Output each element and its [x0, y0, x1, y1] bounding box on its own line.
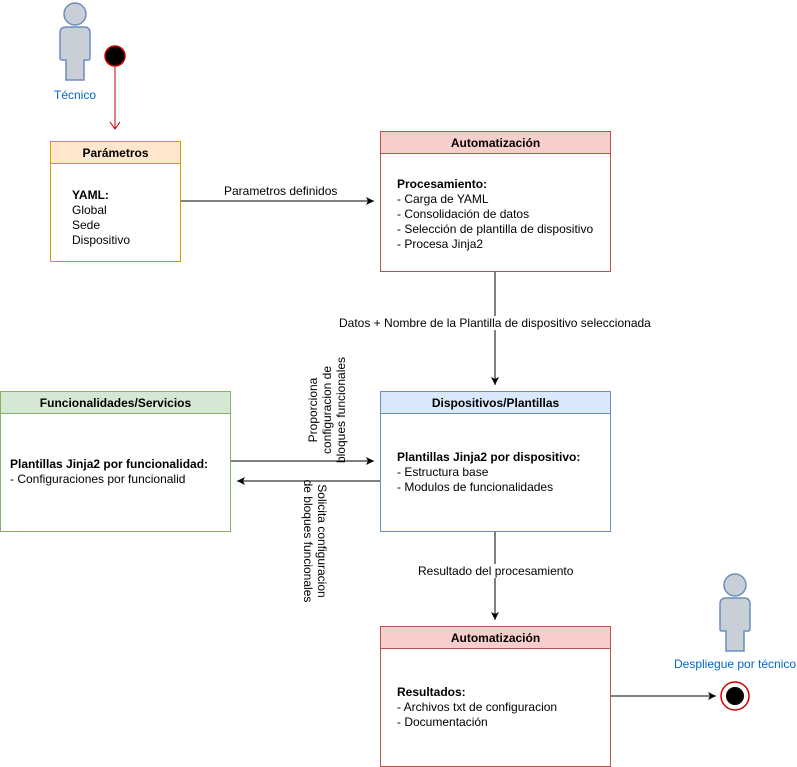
automatizacion-heading: Procesamiento:: [397, 177, 488, 191]
parametros-box: Parámetros YAML: Global Sede Dispositivo: [50, 141, 181, 262]
tecnico-label: Técnico: [54, 88, 97, 102]
automatizacion2-line: - Documentación: [397, 715, 488, 729]
tecnico-actor-icon: [59, 2, 91, 81]
edge-label-resultado-procesamiento: Resultado del procesamiento: [418, 564, 574, 578]
dispositivos-heading: Plantillas Jinja2 por dispositivo:: [397, 450, 581, 464]
automatizacion2-title: Automatización: [381, 627, 610, 649]
edge-label-datos-nombre-plantilla: Datos + Nombre de la Plantilla de dispos…: [339, 316, 651, 330]
parametros-heading: YAML:: [72, 188, 109, 202]
automatizacion2-heading: Resultados:: [397, 685, 466, 699]
automatizacion-line: - Carga de YAML: [397, 192, 489, 206]
automatizacion-line: - Selección de plantilla de dispositivo: [397, 222, 594, 236]
automatizacion2-line: - Archivos txt de configuracion: [397, 700, 558, 714]
automatizacion-title: Automatización: [381, 132, 610, 154]
edge-label-parametros-definidos: Parametros definidos: [224, 184, 338, 198]
start-node-icon: [104, 45, 126, 67]
despliegue-label: Despliegue por técnico: [674, 657, 797, 671]
dispositivos-line: - Modulos de funcionalidades: [397, 480, 554, 494]
dispositivos-box: Dispositivos/Plantillas Plantillas Jinja…: [380, 391, 611, 532]
edge-label-solicita: Solicita configuracion de bloques funcio…: [301, 479, 329, 603]
automatizacion-line: - Procesa Jinja2: [397, 237, 484, 251]
edge-label-proporciona: Proporciona configuracion de bloques fun…: [306, 356, 348, 464]
dispositivos-line: - Estructura base: [397, 465, 489, 479]
parametros-title: Parámetros: [51, 142, 180, 164]
end-node-icon: [720, 681, 750, 711]
funcionalidades-box: Funcionalidades/Servicios Plantillas Jin…: [0, 391, 231, 532]
automatizacion-box: Automatización Procesamiento: - Carga de…: [380, 131, 611, 272]
despliegue-actor-icon: [719, 573, 751, 652]
dispositivos-title: Dispositivos/Plantillas: [381, 392, 610, 414]
automatizacion-line: - Consolidación de datos: [397, 207, 530, 221]
parametros-line: Sede: [72, 218, 101, 232]
funcionalidades-title: Funcionalidades/Servicios: [1, 392, 230, 414]
parametros-line: Global: [72, 203, 107, 217]
automatizacion2-box: Automatización Resultados: - Archivos tx…: [380, 626, 611, 767]
funcionalidades-line: - Configuraciones por funcionalid: [10, 472, 186, 486]
parametros-line: Dispositivo: [72, 233, 131, 247]
funcionalidades-heading: Plantillas Jinja2 por funcionalidad:: [10, 457, 209, 471]
